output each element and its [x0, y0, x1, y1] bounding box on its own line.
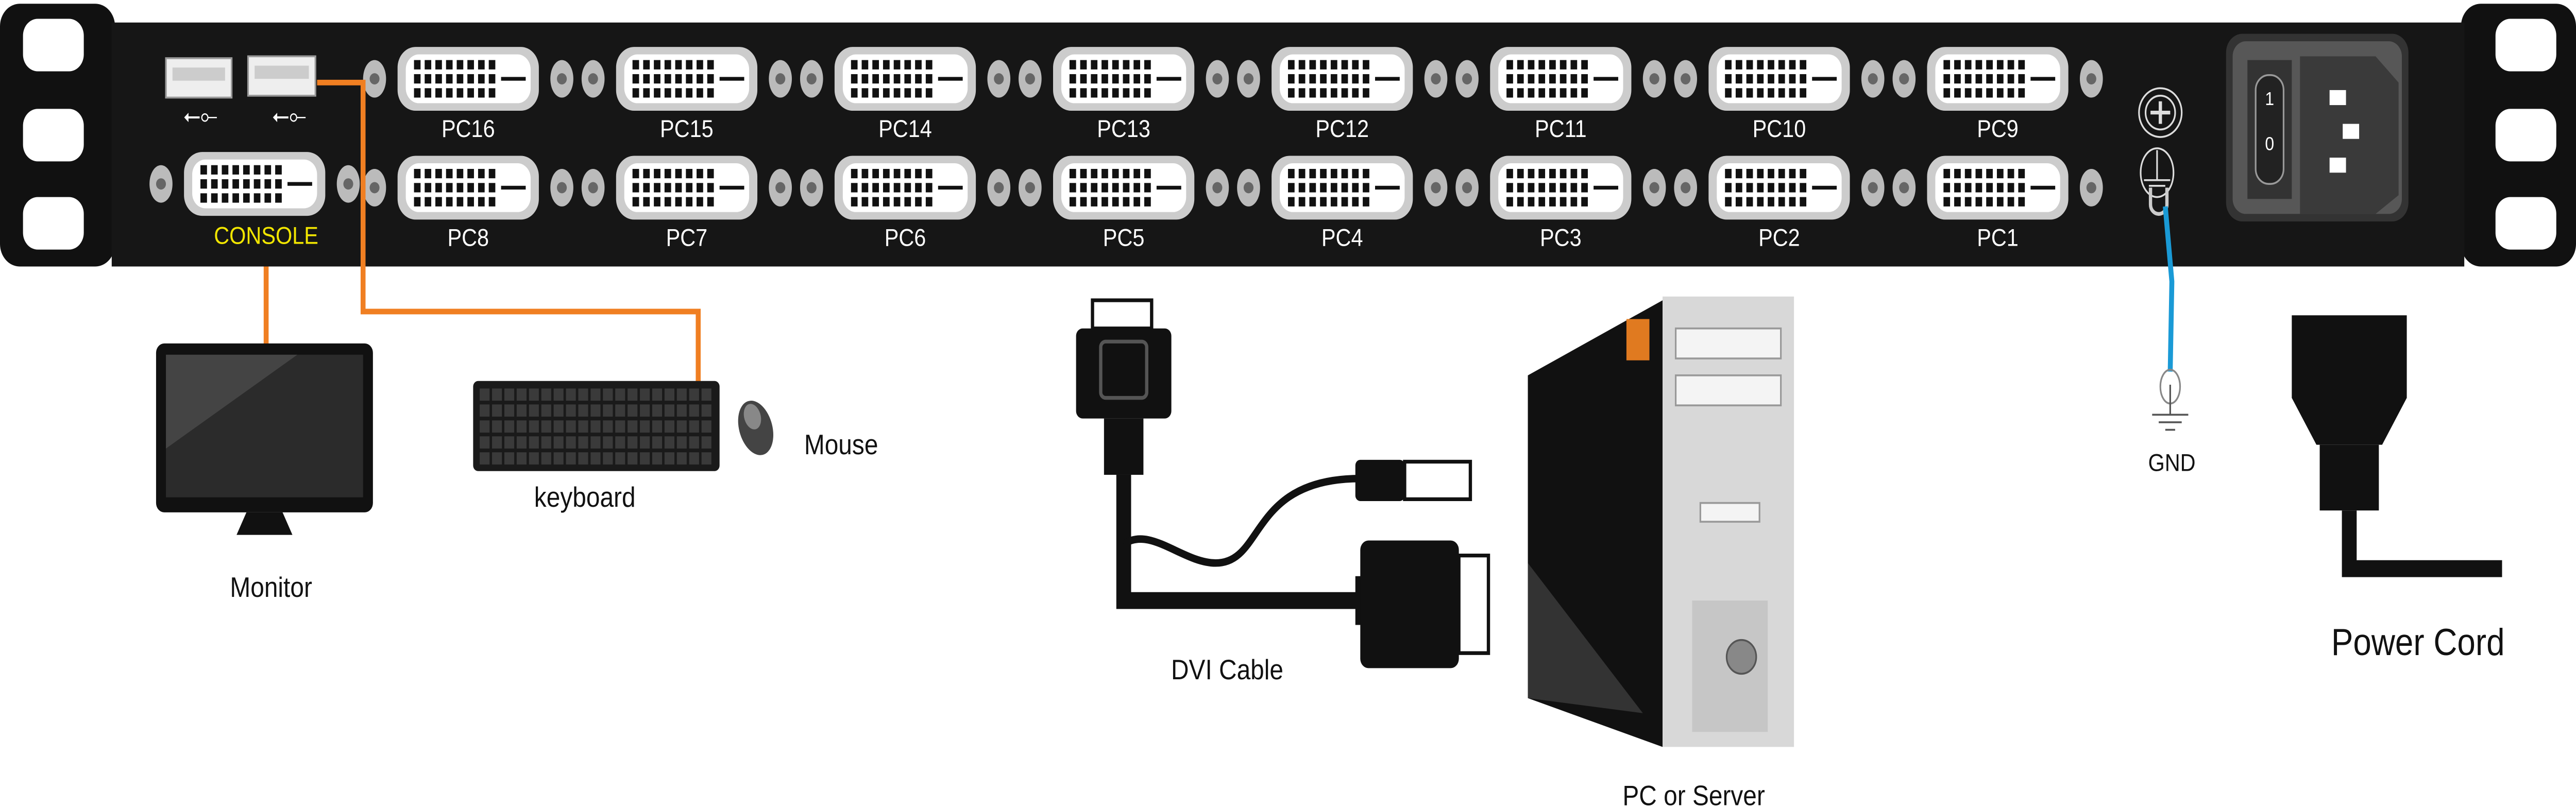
right-rack-bracket: [2461, 4, 2576, 267]
thumb-screw-icon: [1206, 60, 1229, 98]
thumb-screw-icon: [581, 60, 605, 98]
mouse-icon: [738, 401, 773, 455]
port-label: PC1: [1977, 225, 2019, 251]
thumb-screw-icon: [1861, 60, 1885, 98]
thumb-screw-icon: [1861, 168, 1885, 207]
dvi-port-pc10[interactable]: [1674, 47, 1885, 111]
ground-symbol-icon: [2152, 369, 2189, 431]
usb-icon: ⭠⟜: [272, 102, 306, 129]
usb-icon: ⭠⟜: [183, 102, 217, 129]
usb-port-1[interactable]: [165, 57, 233, 99]
usb-port-2[interactable]: [247, 55, 316, 97]
monitor-icon: [156, 343, 373, 535]
thumb-screw-icon: [987, 60, 1011, 98]
dvi-port-pc2[interactable]: [1674, 156, 1885, 220]
power-cord-icon: [2292, 315, 2502, 577]
thumb-screw-icon: [769, 168, 792, 207]
thumb-screw-icon: [149, 165, 173, 203]
port-label: PC10: [1753, 116, 1806, 143]
port-label: PC2: [1758, 225, 1800, 251]
dvi-port-pc11[interactable]: [1455, 47, 1666, 111]
thumb-screw-icon: [1642, 60, 1666, 98]
dvi-port-pc8[interactable]: [363, 156, 573, 220]
thumb-screw-icon: [1237, 168, 1260, 207]
port-label: PC12: [1315, 116, 1369, 143]
dvi-port-pc5[interactable]: [1019, 156, 1229, 220]
thumb-screw-icon: [800, 168, 823, 207]
dvi-port-pc16[interactable]: [363, 47, 573, 111]
dvi-cable-label: DVI Cable: [1171, 654, 1283, 685]
thumb-screw-icon: [2079, 168, 2103, 207]
ground-wire: [2163, 206, 2175, 372]
switch-off-label: 0: [2265, 134, 2274, 154]
port-label: PC6: [885, 225, 926, 251]
port-label: PC3: [1540, 225, 1582, 251]
pc-tower-icon: [1528, 296, 1794, 747]
thumb-screw-icon: [1674, 168, 1698, 207]
ground-screw: [2138, 87, 2183, 138]
dvi-port-pc1[interactable]: [1892, 156, 2103, 220]
port-label: PC14: [878, 116, 932, 143]
thumb-screw-icon: [1892, 60, 1916, 98]
switch-on-label: 1: [2265, 89, 2274, 109]
thumb-screw-icon: [363, 168, 386, 207]
power-cord-label: Power Cord: [2331, 621, 2505, 663]
dvi-port-pc14[interactable]: [800, 47, 1011, 111]
thumb-screw-icon: [800, 60, 823, 98]
dvi-cable-icon: [1076, 298, 1490, 668]
port-label: PC15: [660, 116, 714, 143]
port-label: PC9: [1977, 116, 2019, 143]
dvi-port-pc3[interactable]: [1455, 156, 1666, 220]
thumb-screw-icon: [987, 168, 1011, 207]
port-label: PC13: [1097, 116, 1150, 143]
port-label: PC5: [1103, 225, 1145, 251]
thumb-screw-icon: [1237, 60, 1260, 98]
thumb-screw-icon: [550, 60, 573, 98]
thumb-screw-icon: [1019, 60, 1042, 98]
thumb-screw-icon: [1674, 60, 1698, 98]
keyboard-usb-cable: [317, 79, 701, 385]
thumb-screw-icon: [1019, 168, 1042, 207]
mouse-label: Mouse: [804, 429, 878, 460]
keyboard-icon: [473, 381, 720, 471]
port-label: PC16: [442, 116, 495, 143]
thumb-screw-icon: [363, 60, 386, 98]
dvi-port-console[interactable]: [149, 152, 360, 216]
port-label: PC7: [666, 225, 708, 251]
monitor-label: Monitor: [230, 572, 312, 603]
pc-label: PC or Server: [1622, 780, 1765, 807]
console-label: CONSOLE: [214, 222, 318, 249]
thumb-screw-icon: [1424, 168, 1448, 207]
dvi-port-pc12[interactable]: [1237, 47, 1448, 111]
dvi-port-pc13[interactable]: [1019, 47, 1229, 111]
thumb-screw-icon: [1455, 60, 1479, 98]
keyboard-label: keyboard: [534, 482, 636, 513]
power-switch[interactable]: 1 0: [2255, 74, 2284, 185]
dvi-port-pc15[interactable]: [581, 47, 792, 111]
thumb-screw-icon: [2079, 60, 2103, 98]
dvi-port-pc7[interactable]: [581, 156, 792, 220]
dvi-port-pc4[interactable]: [1237, 156, 1448, 220]
port-label: PC4: [1321, 225, 1363, 251]
thumb-screw-icon: [1892, 168, 1916, 207]
thumb-screw-icon: [550, 168, 573, 207]
power-module: 1 0: [2226, 33, 2409, 222]
thumb-screw-icon: [769, 60, 792, 98]
left-rack-bracket: [0, 4, 115, 267]
port-label: PC8: [447, 225, 489, 251]
thumb-screw-icon: [1206, 168, 1229, 207]
thumb-screw-icon: [1455, 168, 1479, 207]
thumb-screw-icon: [1424, 60, 1448, 98]
thumb-screw-icon: [581, 168, 605, 207]
gnd-label: GND: [2148, 450, 2196, 476]
thumb-screw-icon: [1642, 168, 1666, 207]
dvi-port-pc6[interactable]: [800, 156, 1011, 220]
thumb-screw-icon: [336, 165, 360, 203]
dvi-port-pc9[interactable]: [1892, 47, 2103, 111]
port-label: PC11: [1535, 116, 1587, 143]
